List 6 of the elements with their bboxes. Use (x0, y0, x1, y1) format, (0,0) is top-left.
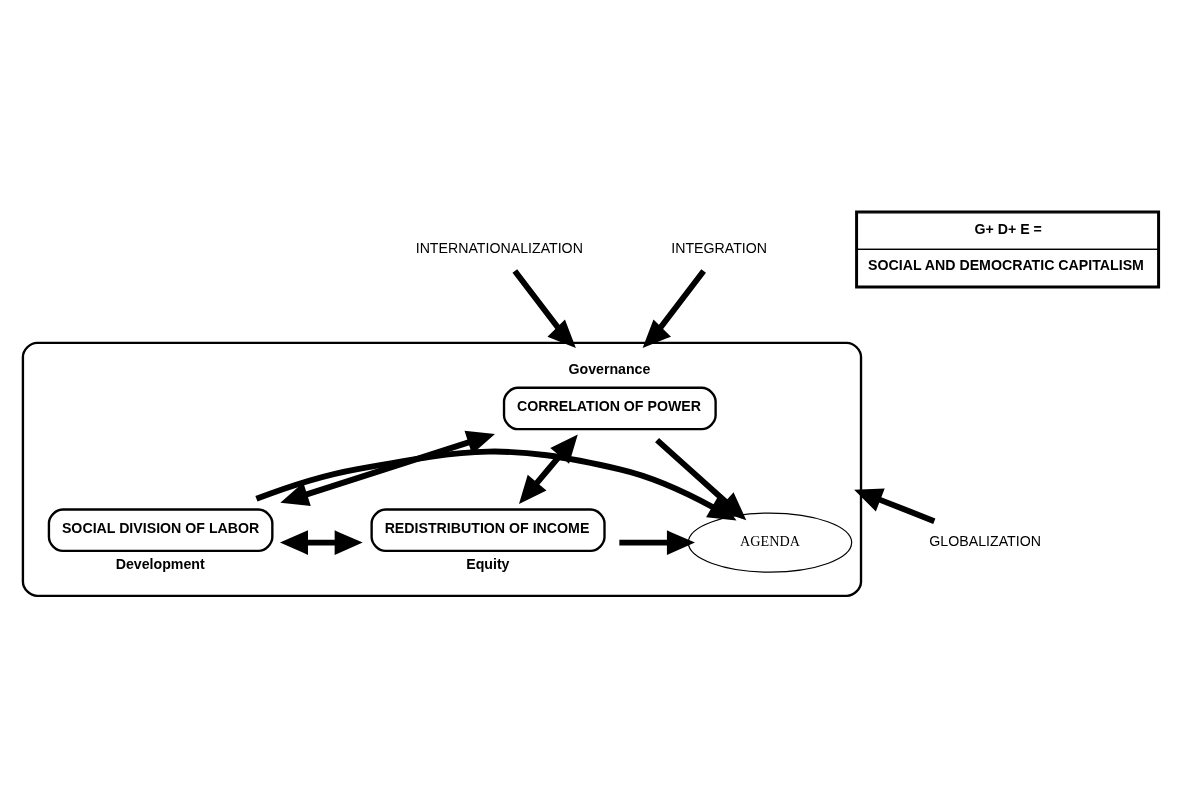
node-text: INTEGRATION (671, 240, 768, 257)
node-text: GLOBALIZATION (929, 533, 1041, 550)
node-text: INTERNATIONALIZATION (415, 240, 583, 257)
node-label: Development (115, 556, 205, 573)
node-label: Governance (568, 361, 651, 378)
node-label: Equity (466, 556, 510, 573)
